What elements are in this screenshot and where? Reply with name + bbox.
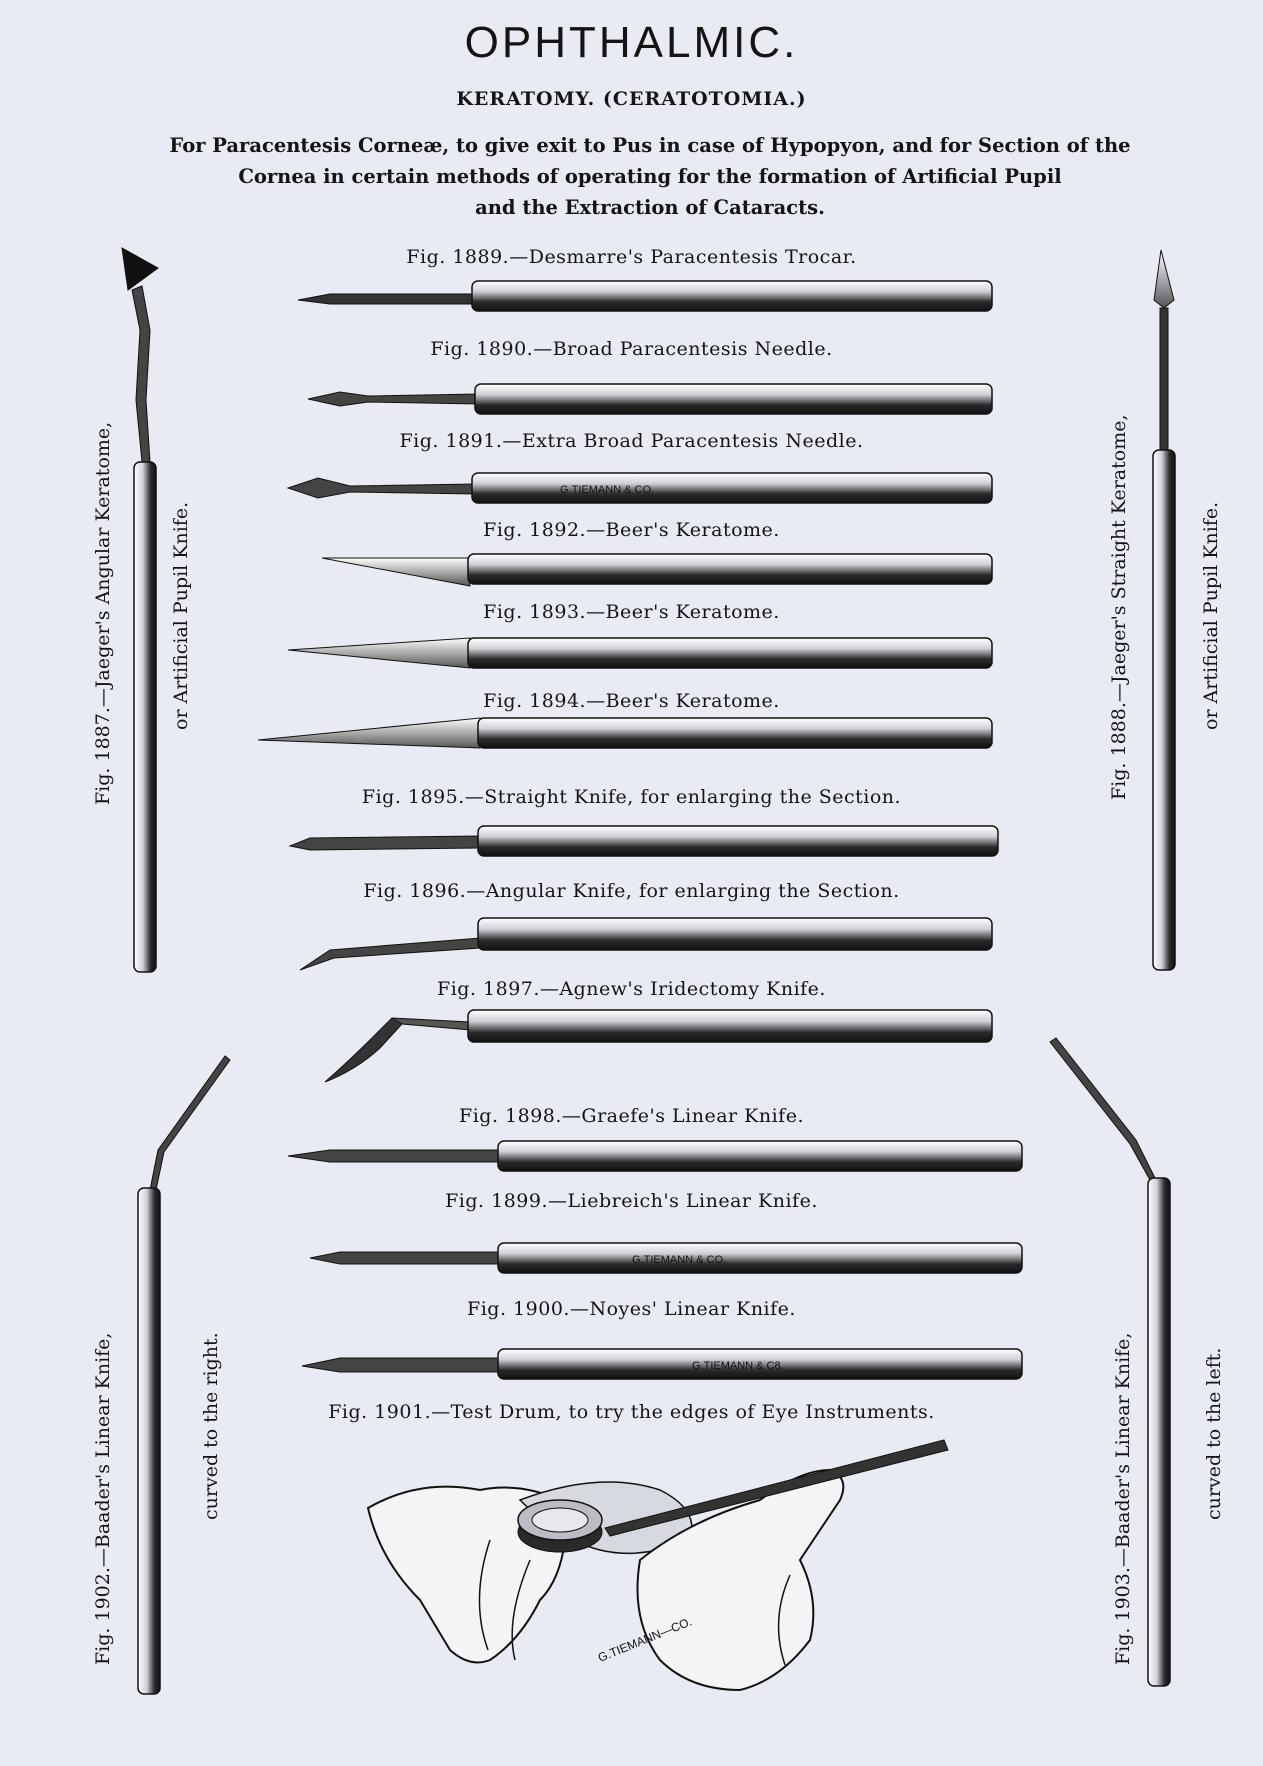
caption-fig-1898: Fig. 1898.—Graefe's Linear Knife. [459,1105,804,1127]
intro-paragraph: For Paracentesis Corneæ, to give exit to… [110,130,1190,223]
instrument-fig-1898 [287,1140,1023,1172]
instrument-fig-1891: G.TIEMANN & CO. [286,472,993,504]
instrument-fig-1895 [288,825,999,857]
instrument-fig-1894 [257,717,993,749]
instrument-fig-1887 [121,247,159,973]
intro-line: and the Extraction of Cataracts. [475,196,825,219]
caption-fig-1893: Fig. 1893.—Beer's Keratome. [483,601,780,623]
instrument-fig-1888 [1152,249,1176,971]
caption-fig-1889: Fig. 1889.—Desmarre's Paracentesis Troca… [406,246,857,268]
maker-stamp: G.TIEMANN & CO. [560,484,654,496]
caption-fig-1891: Fig. 1891.—Extra Broad Paracentesis Need… [399,430,864,452]
test-drum-illustration: G.TIEMANN—CO. [366,1439,949,1692]
caption-fig-1890: Fig. 1890.—Broad Paracentesis Needle. [430,338,833,360]
instrument-fig-1897 [324,1009,993,1083]
caption-fig-1900: Fig. 1900.—Noyes' Linear Knife. [467,1298,796,1320]
section-subtitle: KERATOMY. (CERATOTOMIA.) [456,88,807,110]
maker-stamp: G.TIEMANN & CO. [632,1254,726,1266]
caption-fig-1899: Fig. 1899.—Liebreich's Linear Knife. [445,1190,818,1212]
caption-fig-1895: Fig. 1895.—Straight Knife, for enlarging… [361,786,902,808]
instrument-fig-1899: G.TIEMANN & CO. [309,1242,1023,1274]
instrument-fig-1902 [137,1055,231,1695]
page-title: OPHTHALMIC. [464,18,799,67]
caption-fig-1892: Fig. 1892.—Beer's Keratome. [483,519,780,541]
instrument-fig-1903 [1049,1037,1171,1687]
caption-fig-1894: Fig. 1894.—Beer's Keratome. [483,690,780,712]
instrument-fig-1893 [287,637,993,669]
caption-fig-1896: Fig. 1896.—Angular Knife, for enlarging … [363,880,900,902]
instrument-fig-1892 [321,553,993,587]
intro-line: For Paracentesis Corneæ, to give exit to… [169,134,1131,157]
instrument-fig-1900: G.TIEMANN & C8. [301,1348,1023,1380]
instrument-fig-1890 [307,383,993,415]
instrument-fig-1896 [299,917,993,971]
caption-fig-1901: Fig. 1901.—Test Drum, to try the edges o… [328,1401,935,1423]
instrument-fig-1889 [297,280,993,312]
maker-stamp: G.TIEMANN & C8. [692,1360,784,1372]
caption-fig-1897: Fig. 1897.—Agnew's Iridectomy Knife. [437,978,826,1000]
intro-line: Cornea in certain methods of operating f… [238,165,1062,188]
